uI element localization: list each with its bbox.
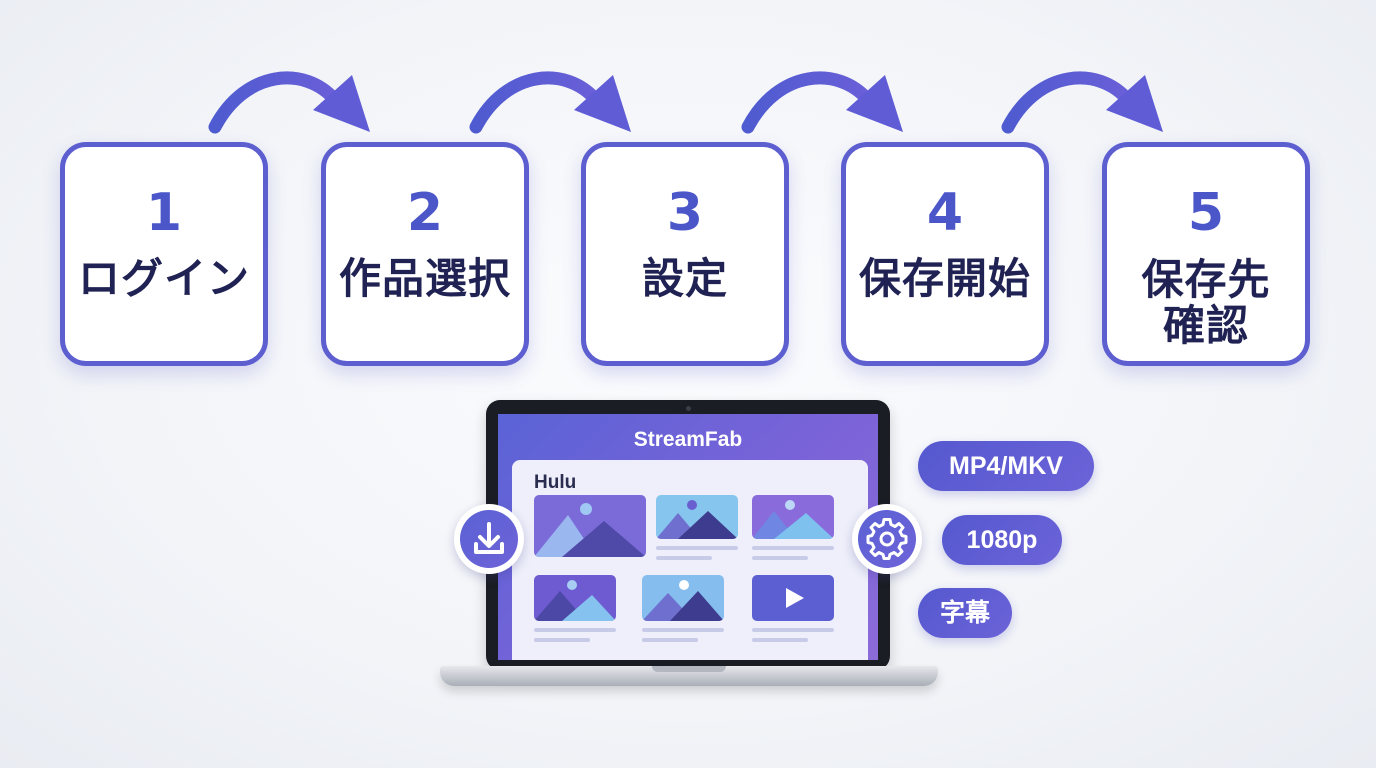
laptop-notch [652,666,726,672]
step-card-3: 3 設定 [581,142,789,366]
camera-dot [686,406,691,411]
laptop-bezel: StreamFab Hulu [486,400,890,670]
step-number: 5 [1187,183,1225,243]
laptop-illustration: StreamFab Hulu [440,400,938,690]
app-title: StreamFab [633,428,743,451]
arrow-2-to-3 [469,71,631,134]
format-badge: MP4/MKV [918,441,1094,491]
caption-line [752,628,834,632]
laptop-base [440,666,938,686]
caption-line [752,546,834,550]
gear-icon [852,504,922,574]
image-thumbnail [534,495,646,557]
arrow-4-to-5 [1001,71,1163,134]
step-card-1: 1 ログイン [60,142,268,366]
subtitle-badge: 字幕 [918,588,1012,638]
resolution-badge: 1080p [942,515,1062,565]
step-label: 保存先 確認 [1107,257,1305,349]
step-number: 2 [406,183,444,243]
caption-line [642,628,724,632]
content-panel: Hulu [512,460,868,660]
caption-line [752,638,808,642]
video-thumbnail [752,575,834,621]
step-number: 4 [926,183,964,243]
step-label: 設定 [641,254,728,303]
step-card-4: 4 保存開始 [841,142,1049,366]
step-number: 3 [666,183,704,243]
arrow-3-to-4 [741,71,903,134]
image-thumbnail [642,575,724,621]
caption-line [642,638,698,642]
laptop-screen: StreamFab Hulu [498,414,878,660]
caption-line [534,628,616,632]
image-thumbnail [656,495,738,539]
caption-line [656,556,712,560]
step-label: ログイン [77,254,250,303]
caption-line [656,546,738,550]
download-icon [454,504,524,574]
image-thumbnail [534,575,616,621]
service-title: Hulu [534,472,577,493]
step-label: 保存開始 [858,254,1031,303]
step-label: 作品選択 [338,254,511,303]
step-label-line-1: 保存先 [1141,255,1271,304]
play-icon [786,588,804,608]
step-card-2: 2 作品選択 [321,142,529,366]
step-number: 1 [145,183,183,243]
step-label-line-2: 確認 [1162,301,1249,350]
step-card-5: 5 保存先 確認 [1102,142,1310,366]
caption-line [752,556,808,560]
image-thumbnail [752,495,834,539]
caption-line [534,638,590,642]
arrow-1-to-2 [208,71,370,134]
